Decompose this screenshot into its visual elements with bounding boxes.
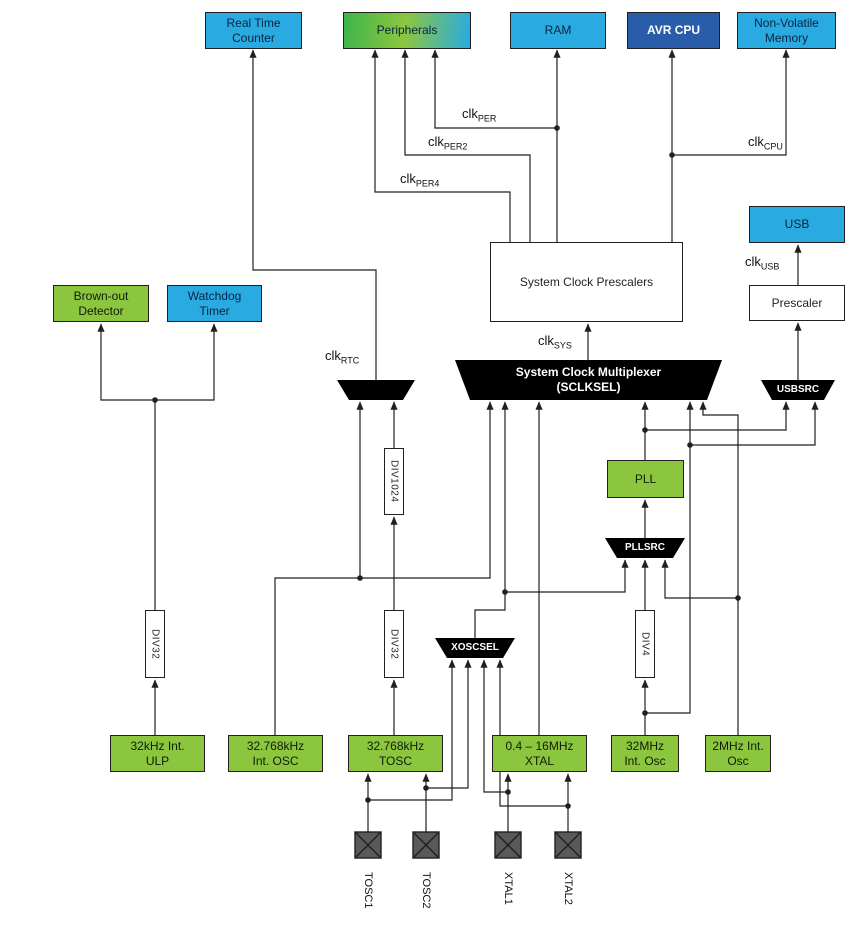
- osc-32768khz-tosc-box: 32.768kHz TOSC: [348, 735, 443, 772]
- clk-cpu-label: clkCPU: [748, 134, 783, 152]
- pin-tosc2-box: [412, 831, 440, 859]
- wire-clkrtc: [249, 49, 377, 380]
- pllsrc-label: PLLSRC: [625, 541, 665, 553]
- sclksel-label-line1: System Clock Multiplexer: [515, 365, 662, 379]
- pin-xtal2-box: [554, 831, 582, 859]
- div32-left-box: DIV32: [145, 610, 165, 678]
- clk-usb-label: clkUSB: [745, 254, 780, 272]
- wire-wdt: [155, 323, 218, 401]
- usbsrc-label: USBSRC: [776, 383, 820, 395]
- junction-dot: [365, 797, 371, 803]
- junction-dot: [502, 589, 508, 595]
- div32-mid-box: DIV32: [384, 610, 404, 678]
- wire-bod: [97, 323, 155, 401]
- tosc1-pin-label: TOSC1: [362, 872, 374, 909]
- junction-dot: [735, 595, 741, 601]
- pll-box: PLL: [607, 460, 684, 498]
- non-volatile-memory-box: Non-Volatile Memory: [737, 12, 836, 49]
- wire-xosc-pllsrc: [505, 559, 629, 593]
- clk-per2-label: clkPER2: [428, 134, 468, 152]
- pin-xtal1-box: [494, 831, 522, 859]
- junction-dot: [554, 125, 560, 131]
- sclksel-mux: System Clock Multiplexer (SCLKSEL): [455, 360, 722, 400]
- junction-dot: [669, 152, 675, 158]
- rtc-clock-mux: [337, 380, 415, 400]
- xtal2-pin-label: XTAL2: [562, 872, 574, 905]
- wire-2m-pllsrc: [661, 559, 738, 599]
- clk-per4-label: clkPER4: [400, 171, 440, 189]
- wire-clkper2: [401, 49, 531, 242]
- xtal1-pin-label: XTAL1: [502, 872, 514, 905]
- wire-xtal2-xoscsel: [496, 659, 568, 807]
- junction-dot: [642, 427, 648, 433]
- junction-dot: [687, 442, 693, 448]
- clk-sys-label: clkSYS: [538, 333, 572, 351]
- wire-32m-usbsrc: [690, 401, 819, 446]
- junction-dot: [642, 710, 648, 716]
- sclksel-label-line2: (SCLKSEL): [556, 380, 621, 394]
- wire-32m-sclksel: [645, 401, 694, 714]
- watchdog-timer-box: Watchdog Timer: [167, 285, 262, 322]
- div4-box: DIV4: [635, 610, 655, 678]
- junction-dot: [565, 803, 571, 809]
- xoscsel-mux: XOSCSEL: [435, 638, 515, 658]
- wire-pll-usbsrc: [645, 401, 790, 431]
- tosc2-pin-label: TOSC2: [420, 872, 432, 909]
- clk-per-label: clkPER: [462, 106, 497, 124]
- usb-box: USB: [749, 206, 845, 243]
- div1024-box: DIV1024: [384, 448, 404, 515]
- ram-box: RAM: [510, 12, 606, 49]
- peripherals-box: Peripherals: [343, 12, 471, 49]
- real-time-counter-box: Real Time Counter: [205, 12, 302, 49]
- usbsrc-mux: USBSRC: [761, 380, 835, 400]
- wire-tosc1-xoscsel: [368, 659, 456, 801]
- xoscsel-label: XOSCSEL: [451, 641, 499, 653]
- brown-out-detector-box: Brown-out Detector: [53, 285, 149, 322]
- wire-clkcpu-nvm: [672, 49, 790, 156]
- osc-2mhz-box: 2MHz Int. Osc: [705, 735, 771, 772]
- osc-32khz-ulp-box: 32kHz Int. ULP: [110, 735, 205, 772]
- wire-xoscsel-sclksel: [474, 401, 509, 638]
- junction-dot: [357, 575, 363, 581]
- pin-tosc1-box: [354, 831, 382, 859]
- clk-rtc-label: clkRTC: [325, 348, 360, 366]
- pllsrc-mux: PLLSRC: [605, 538, 685, 558]
- avr-cpu-box: AVR CPU: [627, 12, 720, 49]
- system-clock-prescalers-box: System Clock Prescalers: [490, 242, 683, 322]
- wire-clkper4: [371, 49, 511, 242]
- osc-xtal-box: 0.4 – 16MHz XTAL: [492, 735, 587, 772]
- osc-32768khz-int-box: 32.768kHz Int. OSC: [228, 735, 323, 772]
- junction-dot: [423, 785, 429, 791]
- wire-tosc2-xoscsel: [426, 659, 472, 789]
- junction-dot: [505, 789, 511, 795]
- usb-prescaler-box: Prescaler: [749, 285, 845, 321]
- wire-int32k-sclksel: [274, 401, 494, 735]
- junction-dot: [152, 397, 158, 403]
- osc-32mhz-box: 32MHz Int. Osc: [611, 735, 679, 772]
- wire-2m-sclksel: [699, 401, 739, 735]
- wire-clkper-peripherals: [431, 49, 557, 129]
- wire-xtal1-xoscsel: [480, 659, 508, 793]
